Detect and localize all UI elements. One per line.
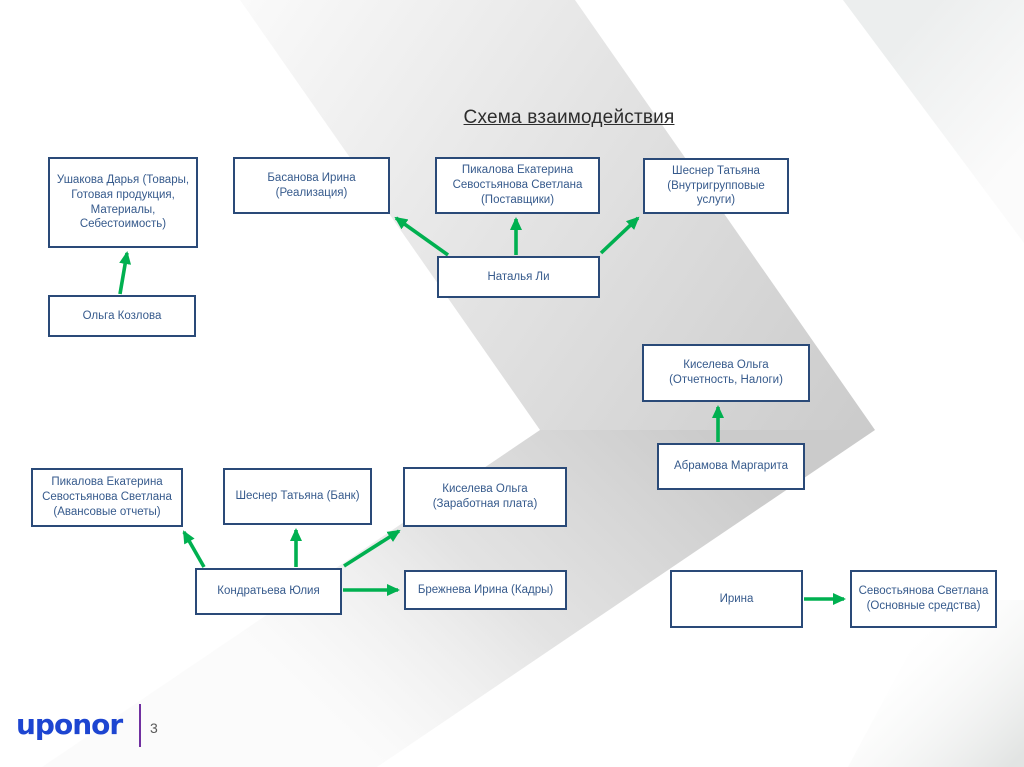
- chevron-upper-leg: [240, 0, 875, 430]
- node-name: Ирина: [719, 592, 754, 605]
- node-name: Пикалова Екатерина Севостьянова Светлана: [42, 476, 172, 504]
- node-name: Пикалова Екатерина Севостьянова Светлана: [452, 164, 583, 192]
- node-kiseleva-zarplata: Киселева Ольга (Заработная плата): [403, 467, 567, 527]
- node-name: Севостьянова Светлана: [858, 585, 989, 598]
- node-detail: (Отчетность, Налоги): [669, 374, 783, 386]
- node-pikalova-postavshchiki: Пикалова Екатерина Севостьянова Светлана…: [435, 157, 600, 214]
- footer-divider: [139, 704, 141, 747]
- node-detail: (Основные средства): [866, 600, 981, 612]
- node-name: Киселева Ольга: [683, 359, 769, 372]
- node-name: Ольга Козлова: [82, 309, 162, 322]
- node-detail: (Заработная плата): [432, 498, 538, 510]
- chevron-top-right: [843, 0, 1024, 243]
- node-natalya-li: Наталья Ли: [437, 256, 600, 298]
- node-detail: (Товары, Готовая продукция, Материалы, С…: [71, 173, 190, 231]
- node-name: Шеснер Татьяна: [235, 490, 324, 503]
- node-irina: Ирина: [670, 570, 803, 628]
- node-shesner-bank: Шеснер Татьяна (Банк): [223, 468, 372, 525]
- page-number: 3: [150, 720, 158, 736]
- node-name: Наталья Ли: [487, 270, 550, 283]
- node-basanova-irina: Басанова Ирина (Реализация): [233, 157, 390, 214]
- node-name: Ушакова Дарья: [56, 173, 140, 186]
- node-pikalova-avansovye: Пикалова Екатерина Севостьянова Светлана…: [31, 468, 183, 527]
- slide-title: Схема взаимодействия: [463, 107, 675, 128]
- chevron-bottom-right: [848, 600, 1024, 767]
- node-name: Брежнева Ирина (Кадры): [417, 583, 554, 596]
- node-detail: (Авансовые отчеты): [53, 505, 161, 518]
- uponor-logo: uponor: [16, 708, 123, 741]
- arrow-kondrateva-kiseleva-zarplata: [343, 529, 401, 568]
- node-name: Басанова Ирина: [267, 171, 356, 184]
- node-name: Абрамова Маргарита: [673, 460, 789, 473]
- node-name: Кондратьева Юлия: [217, 585, 320, 598]
- node-brezhneva-irina: Брежнева Ирина (Кадры): [404, 570, 567, 610]
- node-kiseleva-otchetnost: Киселева Ольга (Отчетность, Налоги): [642, 344, 810, 402]
- node-detail: (Реализация): [275, 186, 348, 199]
- node-name: Киселева Ольга: [442, 483, 528, 496]
- node-abramova-margarita: Абрамова Маргарита: [657, 443, 805, 490]
- node-shesner-uslugi: Шеснер Татьяна (Внутригрупповые услуги): [643, 158, 789, 214]
- node-detail: (Внутригрупповые услуги): [667, 179, 765, 207]
- node-olga-kozlova: Ольга Козлова: [48, 295, 196, 337]
- node-sevostyanova-os: Севостьянова Светлана (Основные средства…: [850, 570, 997, 628]
- node-ushakova-darya: Ушакова Дарья (Товары, Готовая продукция…: [48, 157, 198, 248]
- node-kondrateva-yulia: Кондратьева Юлия: [195, 568, 342, 615]
- node-name: Шеснер Татьяна: [672, 164, 760, 177]
- arrow-natalya-basanova: [394, 216, 450, 257]
- arrow-natalya-shesner: [599, 216, 640, 255]
- node-detail: (Банк): [326, 490, 360, 503]
- node-detail: (Поставщики): [480, 193, 555, 206]
- arrow-kondrateva-pikalova: [182, 530, 206, 568]
- arrow-kozlova-ushakova: [118, 251, 132, 295]
